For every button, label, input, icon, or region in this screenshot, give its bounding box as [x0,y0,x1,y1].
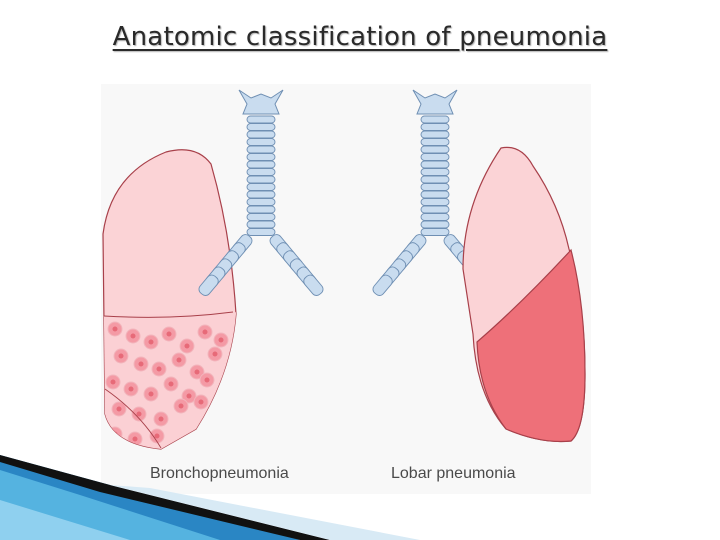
spot-center [218,337,224,343]
right-lung [462,146,586,443]
spot-center [136,411,142,417]
spot-center [154,433,160,439]
spot-center [148,339,154,345]
left-trachea [198,89,324,296]
lung-diagram [101,84,591,494]
spot-center [112,326,118,332]
spot-center [110,379,116,385]
spot-center [118,353,124,359]
spot-center [148,391,154,397]
spot-center [132,436,138,442]
spot-center [194,369,200,375]
spot-center [138,361,144,367]
bronchopneumonia-label: Bronchopneumonia [150,465,289,482]
spot-center [184,343,190,349]
spot-center [202,329,208,335]
spot-center [156,366,162,372]
spot-center [130,333,136,339]
spot-center [204,377,210,383]
spot-center [198,399,204,405]
spot-center [178,403,184,409]
spot-center [186,393,192,399]
lobar-pneumonia-label: Lobar pneumonia [391,465,516,482]
spot-center [212,351,218,357]
spot-center [116,406,122,412]
spot-center [166,331,172,337]
spot-center [168,381,174,387]
spot-center [176,357,182,363]
spot-center [158,416,164,422]
lobar-consolidation [476,248,586,443]
slide-title: Anatomic classification of pneumonia [112,22,608,52]
spot-center [128,386,134,392]
